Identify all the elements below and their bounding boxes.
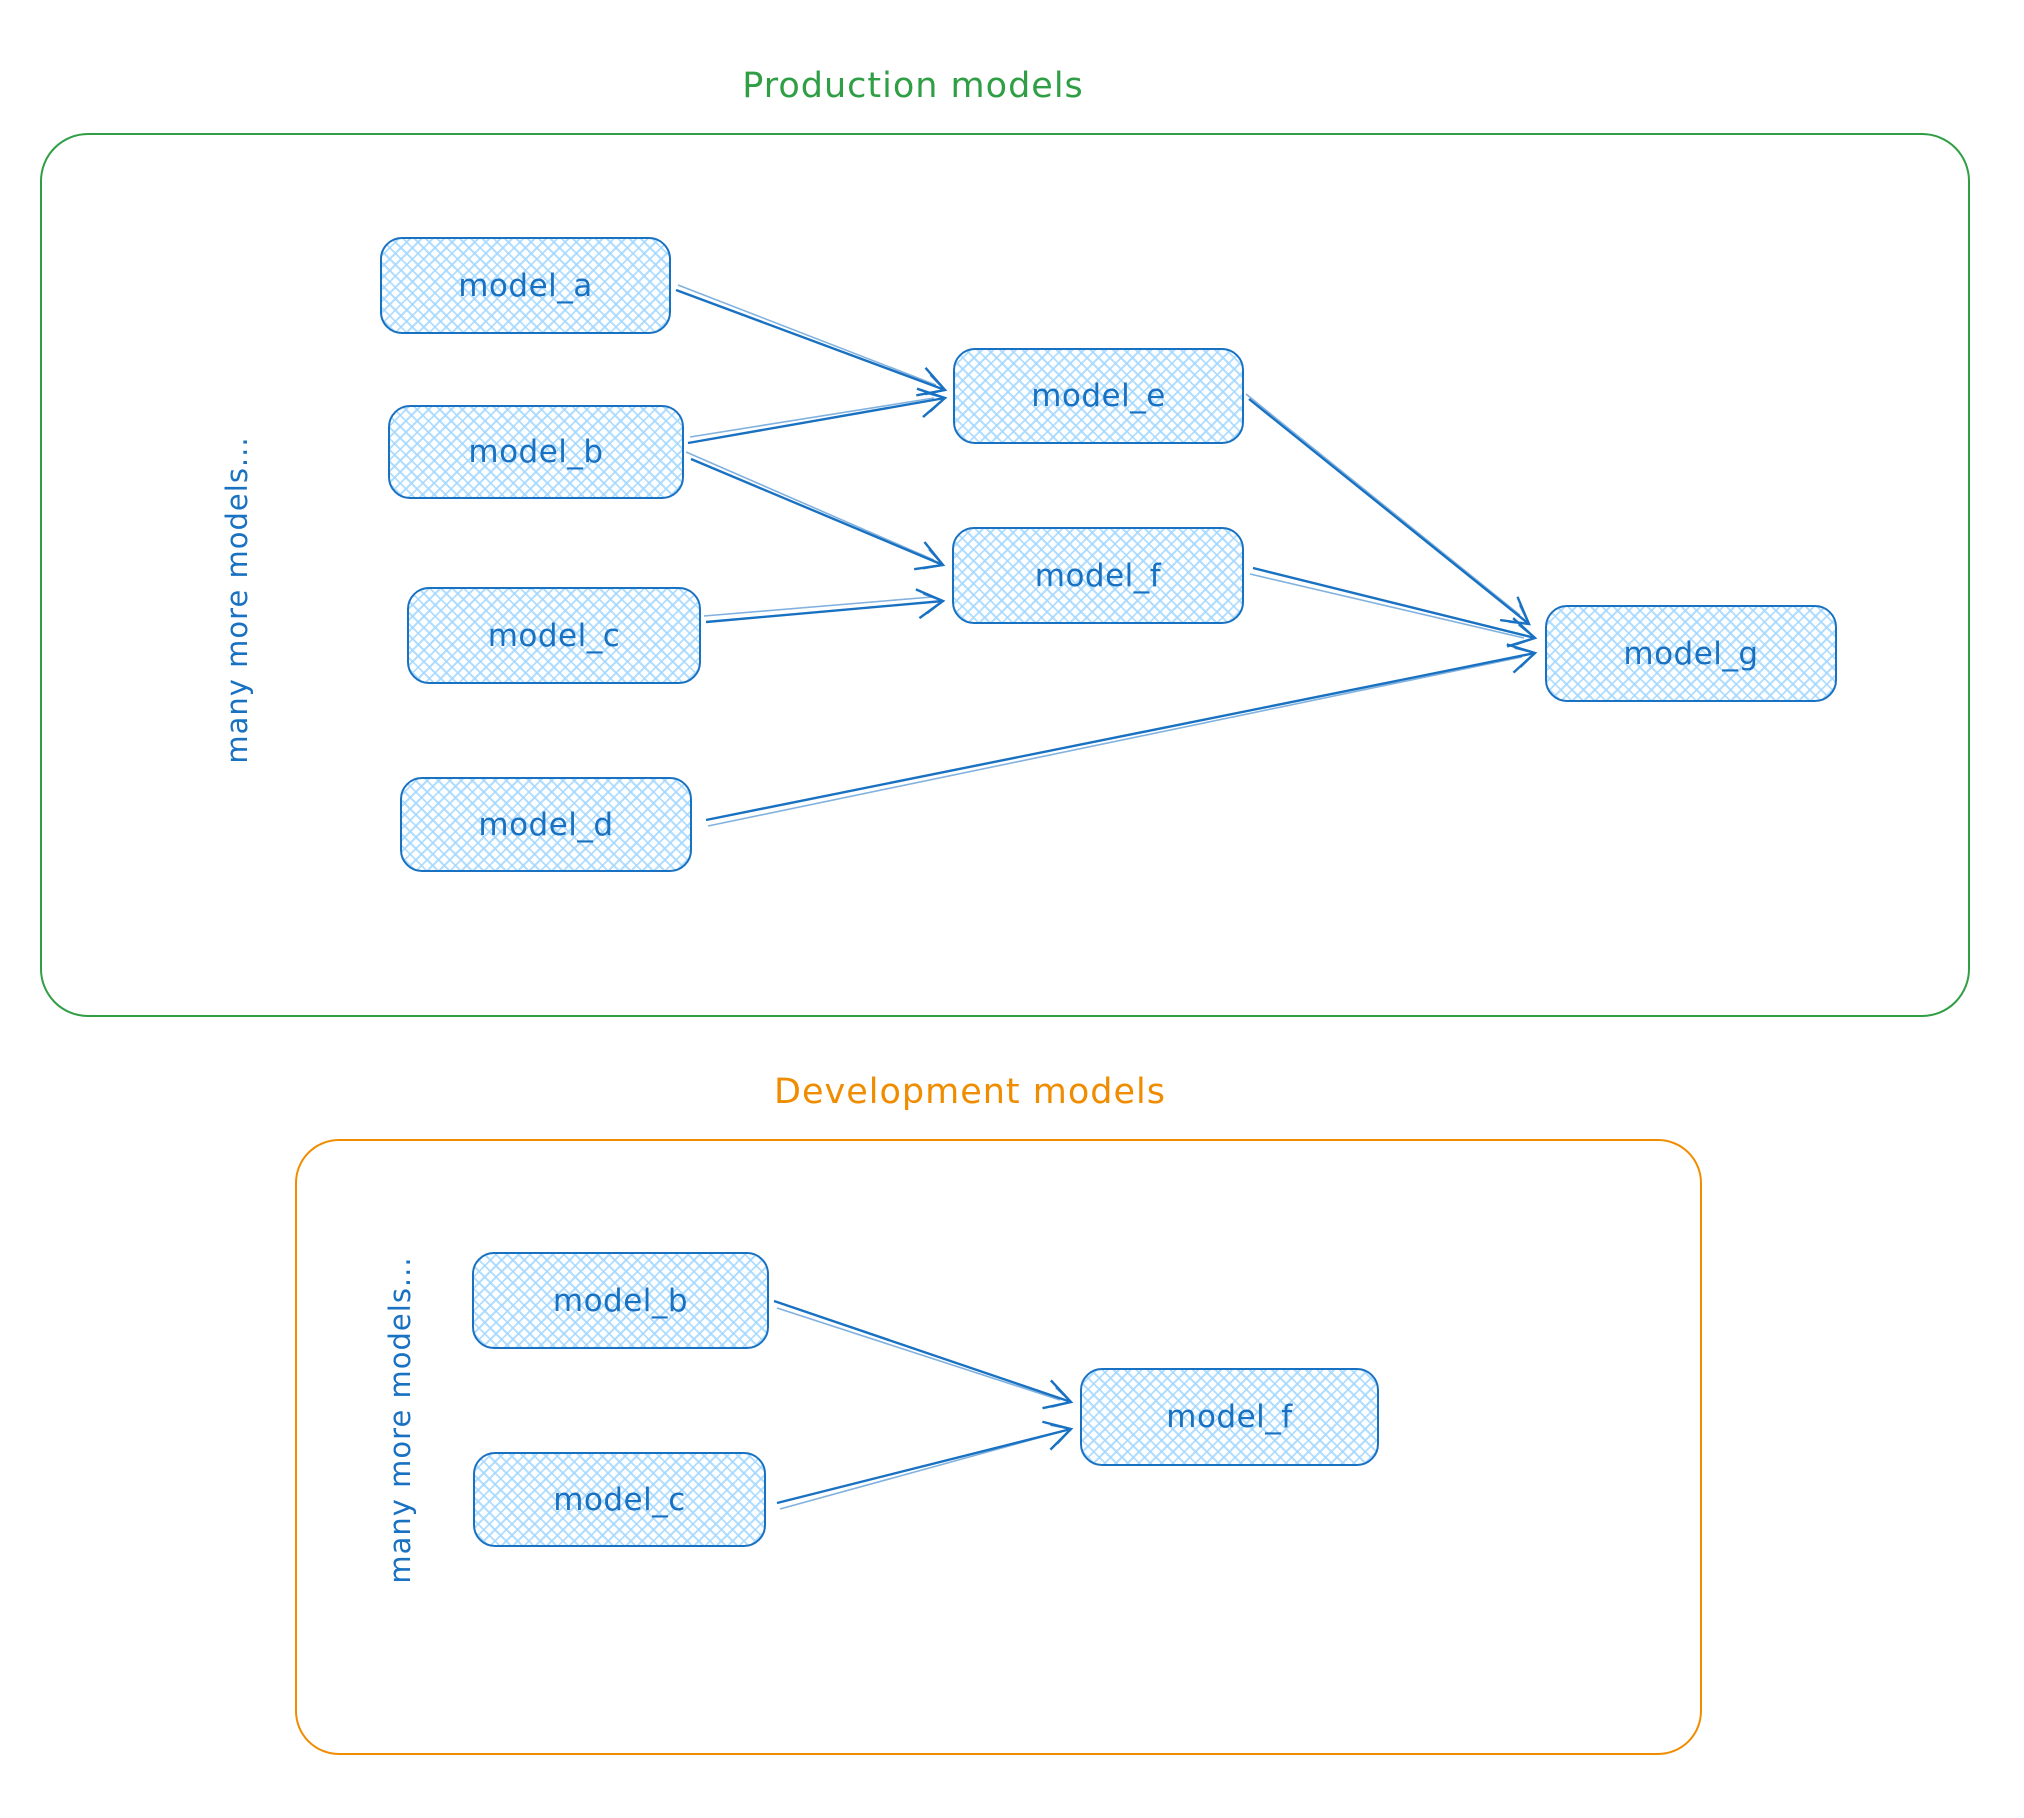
node-dev-model-b[interactable]: model_b: [472, 1252, 769, 1349]
arrow-model-b-to-model-e[interactable]: [687, 387, 948, 445]
development-frame[interactable]: [295, 1139, 1702, 1755]
arrow-model-d-to-model-g[interactable]: [705, 643, 1538, 827]
development-title[interactable]: Development models: [774, 1072, 1166, 1112]
node-dev-model-c[interactable]: model_c: [473, 1452, 766, 1547]
node-prod-model-f[interactable]: model_f: [952, 527, 1244, 624]
node-prod-model-c[interactable]: model_c: [407, 587, 701, 684]
arrow-model-e-to-model-g[interactable]: [1245, 393, 1531, 626]
arrow-dev-model-c-to-model-f[interactable]: [776, 1420, 1074, 1510]
production-title[interactable]: Production models: [742, 66, 1084, 106]
arrow-model-c-to-model-f[interactable]: [703, 588, 946, 624]
arrow-model-a-to-model-e[interactable]: [675, 284, 948, 397]
arrow-dev-model-b-to-model-f[interactable]: [773, 1299, 1074, 1410]
node-prod-model-e[interactable]: model_e: [953, 348, 1244, 444]
arrow-model-b-to-model-f[interactable]: [685, 451, 946, 571]
node-dev-model-f[interactable]: model_f: [1080, 1368, 1379, 1466]
arrow-model-f-to-model-g[interactable]: [1249, 566, 1538, 648]
production-frame[interactable]: [40, 133, 1970, 1017]
